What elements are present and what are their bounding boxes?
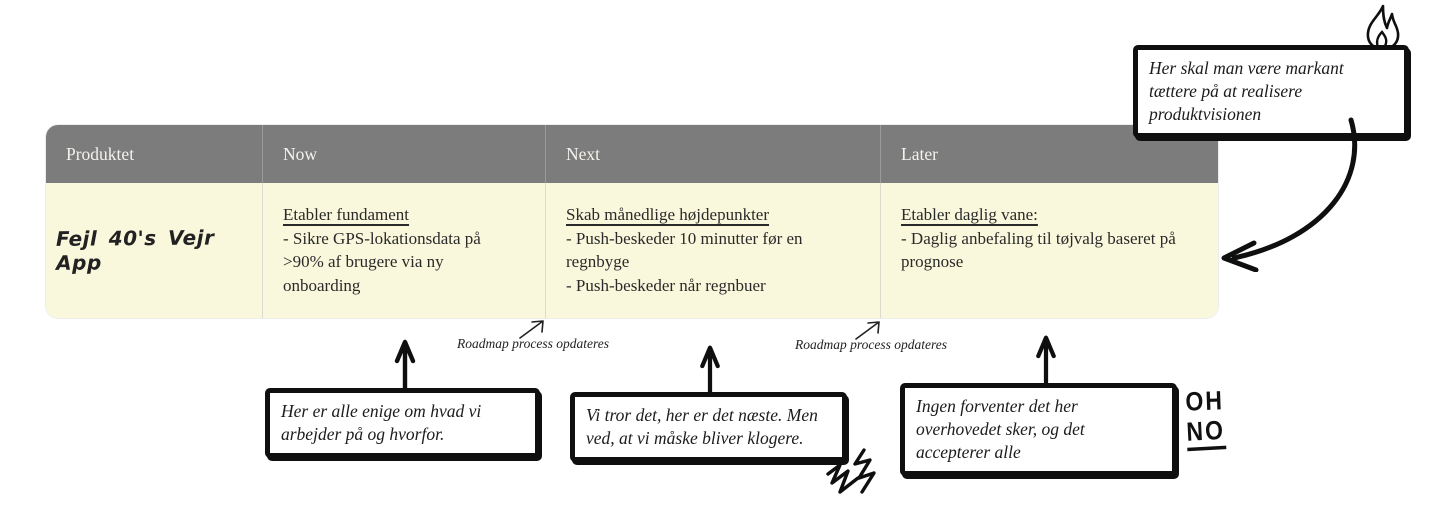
- product-name: Fejl 40's Vejr App: [55, 225, 215, 275]
- vision-note-text: Her skal man være markant tættere på at …: [1149, 58, 1344, 124]
- up-right-arrow-icon: [519, 320, 544, 339]
- cell-later: Etabler daglig vane: - Daglig anbefaling…: [881, 183, 1218, 318]
- next-item: - Push-beskeder 10 minutter før en regnb…: [566, 228, 803, 272]
- now-title: Etabler fundament: [283, 205, 410, 224]
- table-header-row: Produktet Now Next Later: [46, 125, 1218, 183]
- now-item: - Sikre GPS-lokationsdata på >90% af bru…: [283, 228, 481, 295]
- now-note: Her er alle enige om hvad vi arbejder på…: [265, 388, 540, 458]
- up-arrow-icon: [700, 345, 720, 394]
- up-arrow-icon: [1036, 335, 1056, 384]
- up-arrow-icon: [394, 339, 416, 390]
- later-title: Etabler daglig vane:: [901, 205, 1038, 224]
- next-title: Skab månedlige højdepunkter: [566, 205, 770, 224]
- roadmap-update-label: Roadmap process opdateres: [457, 336, 609, 351]
- cell-now: Etabler fundament - Sikre GPS-lokationsd…: [263, 183, 546, 318]
- flame-icon: [1366, 4, 1400, 51]
- column-header-next: Next: [546, 125, 881, 183]
- cell-next: Skab månedlige højdepunkter - Push-beske…: [546, 183, 881, 318]
- later-note: Ingen forventer det her overhovedet sker…: [900, 383, 1177, 476]
- oh-no-line2: NO: [1185, 414, 1226, 452]
- next-note: Vi tror det, her er det næste. Men ved, …: [570, 392, 847, 462]
- roadmap-table: Produktet Now Next Later Fejl 40's Vejr …: [46, 125, 1218, 318]
- vision-note: Her skal man være markant tættere på at …: [1133, 45, 1409, 138]
- column-header-later: Later: [901, 143, 938, 164]
- roadmap-update-label: Roadmap process opdateres: [795, 337, 947, 352]
- column-header-now: Now: [263, 125, 546, 183]
- oh-no-doodle: OH NO: [1184, 385, 1226, 452]
- now-note-text: Her er alle enige om hvad vi arbejder på…: [281, 401, 482, 444]
- table-row: Fejl 40's Vejr App Etabler fundament - S…: [46, 183, 1218, 318]
- up-right-arrow-icon: [855, 321, 880, 340]
- column-header-produktet: Produktet: [46, 125, 263, 183]
- oh-no-line1: OH: [1184, 385, 1225, 417]
- curved-arrow-icon: [1221, 117, 1358, 272]
- next-note-text: Vi tror det, her er det næste. Men ved, …: [586, 405, 818, 448]
- later-item: - Daglig anbefaling til tøjvalg baseret …: [901, 228, 1176, 272]
- cell-product: Fejl 40's Vejr App: [46, 183, 263, 318]
- later-note-text: Ingen forventer det her overhovedet sker…: [916, 396, 1085, 462]
- next-item: - Push-beskeder når regnbuer: [566, 275, 766, 295]
- squiggle-doodle-icon: [826, 448, 876, 494]
